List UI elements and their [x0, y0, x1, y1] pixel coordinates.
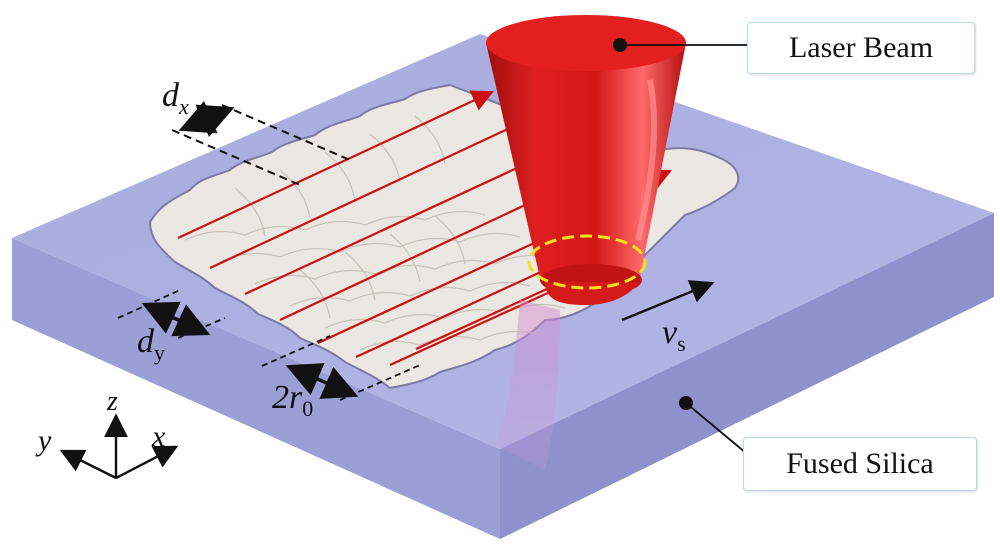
- velocity-arrow: [621, 280, 715, 322]
- laser-beam-callout: Laser Beam: [747, 22, 975, 74]
- beam-top-face: [486, 15, 686, 71]
- beam-reflection: [495, 300, 560, 470]
- callout-leaders: [620, 44, 753, 459]
- 2r0-label: 2r0: [272, 379, 313, 421]
- dy-dimension: [117, 289, 226, 339]
- axis-y-label: y: [35, 424, 52, 457]
- 2r0-dimension: [261, 335, 421, 401]
- dx-label: dx: [162, 77, 189, 119]
- laser-beam-label: Laser Beam: [788, 31, 934, 64]
- silica-callout-dot: [679, 396, 693, 410]
- dy-label: dy: [137, 323, 165, 365]
- laser-beam[interactable]: [486, 15, 686, 305]
- dx-dimension: [171, 101, 351, 186]
- vs-label: vs: [662, 314, 686, 356]
- focus-spot-ring: [527, 234, 647, 290]
- block-side-face: [500, 213, 994, 539]
- axis-z-label: z: [106, 386, 118, 417]
- fused-silica-label: Fused Silica: [786, 447, 934, 480]
- coordinate-axes: [59, 413, 179, 480]
- laser-callout-dot: [613, 38, 627, 52]
- fused-silica-callout: Fused Silica: [743, 437, 977, 491]
- block-front-face: [12, 238, 500, 539]
- axis-x-label: x: [151, 420, 166, 453]
